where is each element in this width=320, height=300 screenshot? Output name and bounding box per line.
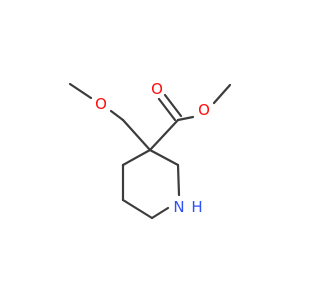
molecule-structure: O O O N H [68, 80, 232, 220]
bond-c4-c3 [121, 148, 152, 167]
bond-n-c6 [150, 206, 170, 220]
bonds [68, 82, 232, 220]
bond-o-ether-ch3 [68, 82, 93, 100]
bond-c-o-double-2 [163, 93, 183, 118]
bond-c3-c2 [148, 148, 180, 167]
bond-c-o-double-1 [157, 97, 177, 122]
atom-labels: O O O N H [95, 80, 210, 216]
bond-c2-n [176, 163, 181, 197]
oxygen-ester-label: O [198, 101, 210, 119]
structure-canvas: O O O N H [68, 80, 232, 220]
bond-c3-ccarbonyl [148, 118, 180, 152]
oxygen-carbonyl-label: O [151, 80, 163, 98]
nitrogen-label: N [173, 198, 184, 216]
oxygen-ether-label: O [95, 95, 107, 113]
bond-o-ester-ch3 [212, 83, 232, 105]
bond-c6-c5 [121, 198, 154, 220]
hydrogen-label: H [191, 198, 202, 216]
bond-c-o-ester [176, 115, 195, 122]
bond-ch2-o-ether [109, 109, 125, 122]
bond-c3-ch2 [121, 118, 152, 152]
